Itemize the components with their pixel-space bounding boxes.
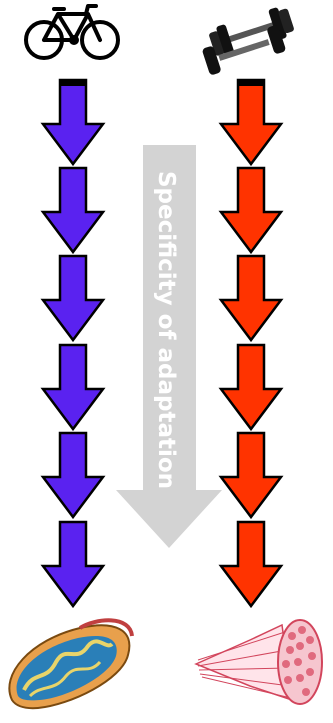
left-down-arrow-1-cap — [60, 80, 86, 86]
specificity-label: Specificity of adaptation — [153, 171, 179, 489]
right-down-arrow-5 — [218, 431, 284, 520]
right-down-arrow-1 — [218, 78, 284, 167]
right-down-arrow-3 — [218, 254, 284, 343]
right-down-arrow-1-cap — [238, 80, 264, 86]
dumbbell-icon — [202, 7, 294, 75]
specificity-big-arrow — [116, 145, 222, 548]
left-down-arrow-6 — [40, 520, 106, 609]
left-arrow-column — [40, 78, 106, 609]
right-down-arrow-4 — [218, 343, 284, 432]
left-down-arrow-1 — [40, 78, 106, 167]
right-down-arrow-6 — [218, 520, 284, 609]
bicycle-icon — [24, 4, 120, 60]
muscle-fiber-icon — [194, 619, 323, 705]
left-down-arrow-3 — [40, 254, 106, 343]
mitochondrion-icon — [8, 618, 134, 710]
right-down-arrow-2 — [218, 166, 284, 255]
left-down-arrow-2 — [40, 166, 106, 255]
right-arrow-column — [218, 78, 284, 609]
left-down-arrow-5 — [40, 431, 106, 520]
left-down-arrow-4 — [40, 343, 106, 432]
